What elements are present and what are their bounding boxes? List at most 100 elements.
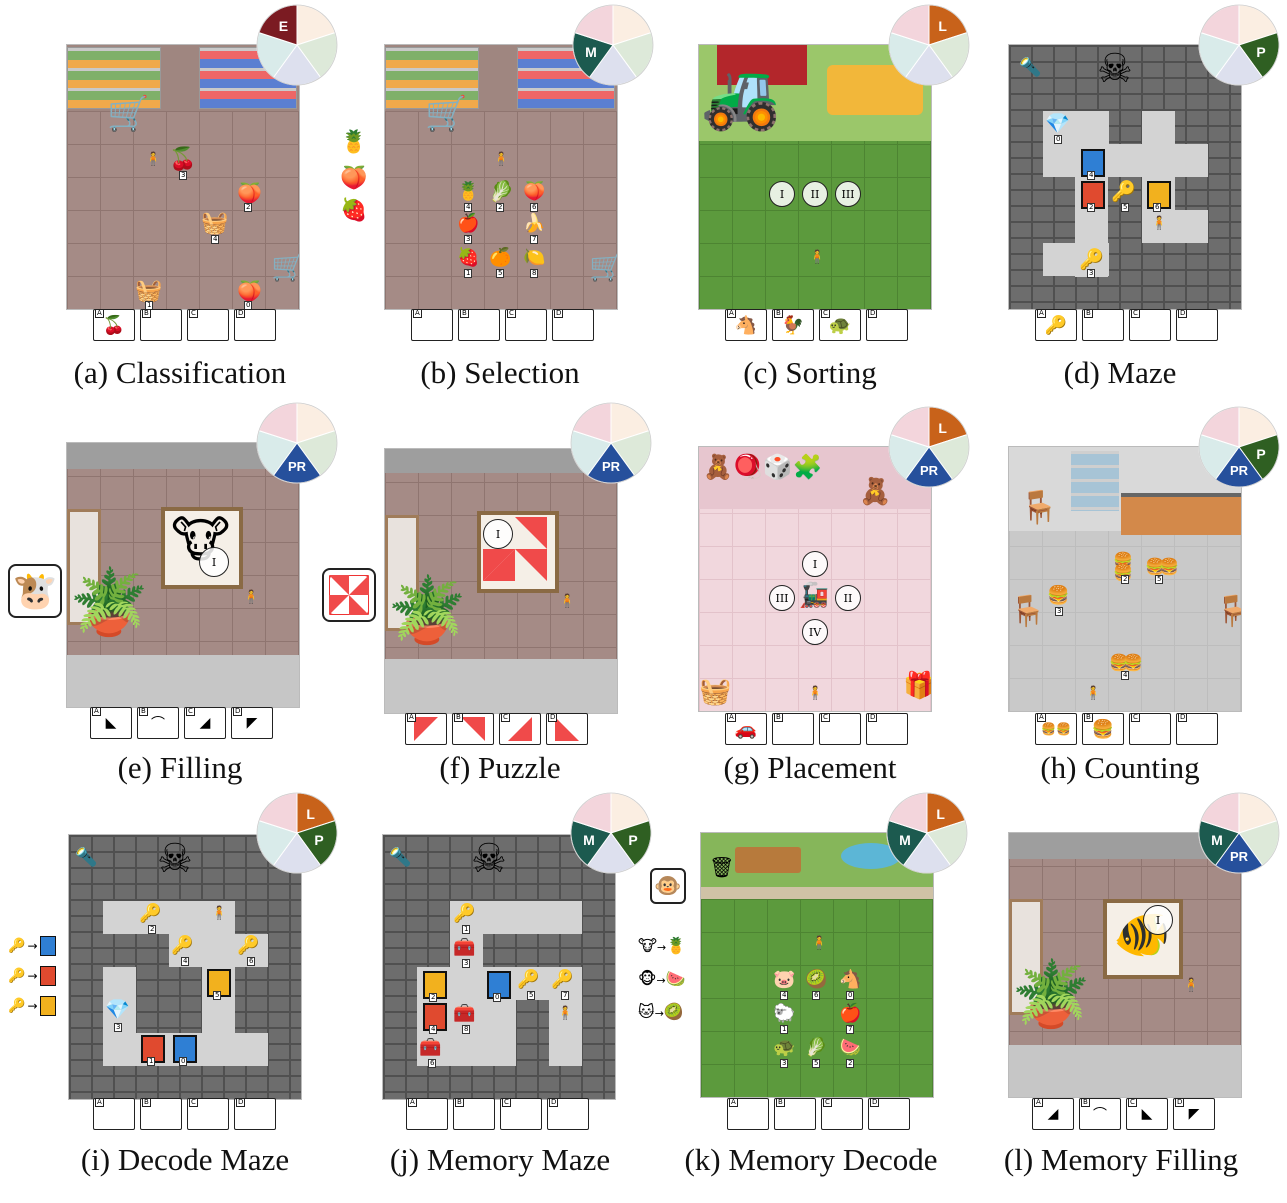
answer-option-b[interactable]: B — [772, 713, 814, 745]
answer-option-d[interactable]: D — [234, 309, 276, 341]
puzzle-slot-1[interactable]: I — [483, 519, 513, 549]
sort-slot-1[interactable]: I — [769, 181, 795, 207]
pie-outline — [886, 792, 968, 874]
answer-option-a[interactable]: A — [406, 1098, 448, 1130]
target-image-cow: 🐮 — [8, 564, 62, 618]
answer-option-c[interactable]: C🐢 — [819, 309, 861, 341]
caption-puzzle: (f) Puzzle — [439, 750, 561, 785]
answer-option-a[interactable]: A🚗 — [725, 713, 767, 745]
answer-option-c[interactable]: C — [187, 1098, 229, 1130]
answer-options: A B C D — [727, 1098, 910, 1130]
fish-piece-icon: ◣ — [1141, 1106, 1153, 1122]
answer-option-d[interactable]: D◤ — [1173, 1098, 1215, 1130]
answer-option-a[interactable]: A◣ — [90, 707, 132, 739]
answer-option-d[interactable]: D — [552, 309, 594, 341]
peach-icon: 🍑 — [237, 181, 262, 205]
pie-label: L — [936, 806, 945, 822]
burger-icon: 🍔 — [1047, 585, 1070, 606]
pie-label: PR — [602, 459, 621, 474]
horse-icon: 🐴 — [839, 969, 862, 990]
answer-option-d[interactable]: D — [1176, 713, 1218, 745]
answer-option-d[interactable]: D — [234, 1098, 276, 1130]
chicken-icon: 🐓 — [781, 314, 805, 336]
answer-option-c[interactable]: C — [1129, 713, 1171, 745]
place-slot-3[interactable]: III — [769, 585, 795, 611]
plant-icon: 🪴 — [69, 566, 149, 640]
fill-slot-1[interactable]: I — [199, 547, 229, 577]
answer-option-c[interactable]: C◣ — [1126, 1098, 1168, 1130]
answer-option-c[interactable]: C — [187, 309, 229, 341]
item-number: 7 — [561, 991, 570, 1000]
sort-slot-3[interactable]: III — [835, 181, 861, 207]
answer-option-b[interactable]: B — [1082, 309, 1124, 341]
ability-pie-chart: LP — [256, 792, 338, 874]
answer-option-c[interactable]: C — [819, 713, 861, 745]
answer-option-b[interactable]: B🍔 — [1082, 713, 1124, 745]
answer-option-d[interactable]: D — [1176, 309, 1218, 341]
target-image-monkey: 🐵 — [650, 868, 686, 904]
key-icon: 🔑 — [1044, 314, 1068, 336]
answer-option-b[interactable]: B — [453, 1098, 495, 1130]
place-slot-1[interactable]: I — [802, 551, 828, 577]
pie-label: PR — [1230, 463, 1249, 478]
answer-option-b[interactable]: B⌒ — [1079, 1098, 1121, 1130]
sort-slot-2[interactable]: II — [802, 181, 828, 207]
cherry-icon: 🍒 — [169, 147, 197, 172]
answer-option-b[interactable]: B — [140, 309, 182, 341]
answer-option-a[interactable]: A — [411, 309, 453, 341]
answer-option-a[interactable]: A🍒 — [93, 309, 135, 341]
pie-outline — [888, 4, 970, 86]
torch-icon: 🔦 — [389, 847, 412, 868]
answer-option-c[interactable]: C — [821, 1098, 863, 1130]
answer-option-d[interactable]: D — [546, 713, 588, 745]
answer-option-b[interactable]: B🐓 — [772, 309, 814, 341]
answer-option-d[interactable]: D — [547, 1098, 589, 1130]
scene-decode-maze: ☠ 🔦 🔑 2 🧍 🔑 4 🔑 6 5 💎 3 1 0 — [68, 834, 302, 1100]
answer-option-d[interactable]: D — [866, 713, 908, 745]
torch-icon: 🔦 — [75, 847, 98, 868]
answer-option-a[interactable]: A◢ — [1032, 1098, 1074, 1130]
decode-animal-legend: 🐮→🍍 🐵→🍉 🐱→🥝 — [638, 936, 686, 1021]
answer-options: A B C D — [406, 1098, 589, 1130]
answer-option-a[interactable]: A — [727, 1098, 769, 1130]
tractor-icon: 🚜 — [701, 60, 781, 134]
answer-option-d[interactable]: D◤ — [231, 707, 273, 739]
item-number: 2 — [1121, 575, 1130, 584]
answer-option-b[interactable]: B — [452, 713, 494, 745]
answer-option-c[interactable]: C — [1129, 309, 1171, 341]
pie-label: P — [628, 832, 637, 848]
answer-option-b[interactable]: B⌒ — [137, 707, 179, 739]
shelf-icon — [67, 47, 161, 109]
fish-piece-icon: ⌒ — [1093, 1107, 1107, 1123]
item-number: 2 — [244, 203, 253, 212]
pineapple-icon: 🍍 — [457, 181, 480, 202]
scene-puzzle: I 🪴 🧍 — [384, 448, 618, 714]
pie-outline — [256, 402, 338, 484]
pie-outline — [256, 4, 338, 86]
place-slot-4[interactable]: IV — [802, 619, 828, 645]
answer-option-c[interactable]: C — [505, 309, 547, 341]
answer-option-b[interactable]: B — [140, 1098, 182, 1130]
place-slot-2[interactable]: II — [835, 585, 861, 611]
item-number: 3 — [462, 959, 471, 968]
shelf-icon — [1071, 451, 1119, 511]
answer-option-a[interactable]: A — [93, 1098, 135, 1130]
answer-option-a[interactable]: A🔑 — [1035, 309, 1077, 341]
answer-option-b[interactable]: B — [458, 309, 500, 341]
item-number: 5 — [527, 991, 536, 1000]
fill-slot-1[interactable]: I — [1143, 905, 1173, 935]
peach-icon: 🍑 — [523, 181, 546, 202]
answer-option-d[interactable]: D — [868, 1098, 910, 1130]
answer-option-a[interactable]: A🍔🍔 — [1035, 713, 1077, 745]
answer-option-b[interactable]: B — [774, 1098, 816, 1130]
item-number: 8 — [530, 269, 539, 278]
answer-option-c[interactable]: C — [499, 713, 541, 745]
answer-option-a[interactable]: A🐴 — [725, 309, 767, 341]
answer-option-c[interactable]: C — [500, 1098, 542, 1130]
pie-label: P — [1256, 446, 1265, 462]
item-number: 3 — [1055, 607, 1064, 616]
scene-maze: ☠ 🔦 💎 0 4 2 🔑 5 6 🧍 🔑 3 — [1008, 44, 1242, 310]
answer-option-c[interactable]: C◢ — [184, 707, 226, 739]
answer-option-d[interactable]: D — [866, 309, 908, 341]
answer-option-a[interactable]: A — [405, 713, 447, 745]
